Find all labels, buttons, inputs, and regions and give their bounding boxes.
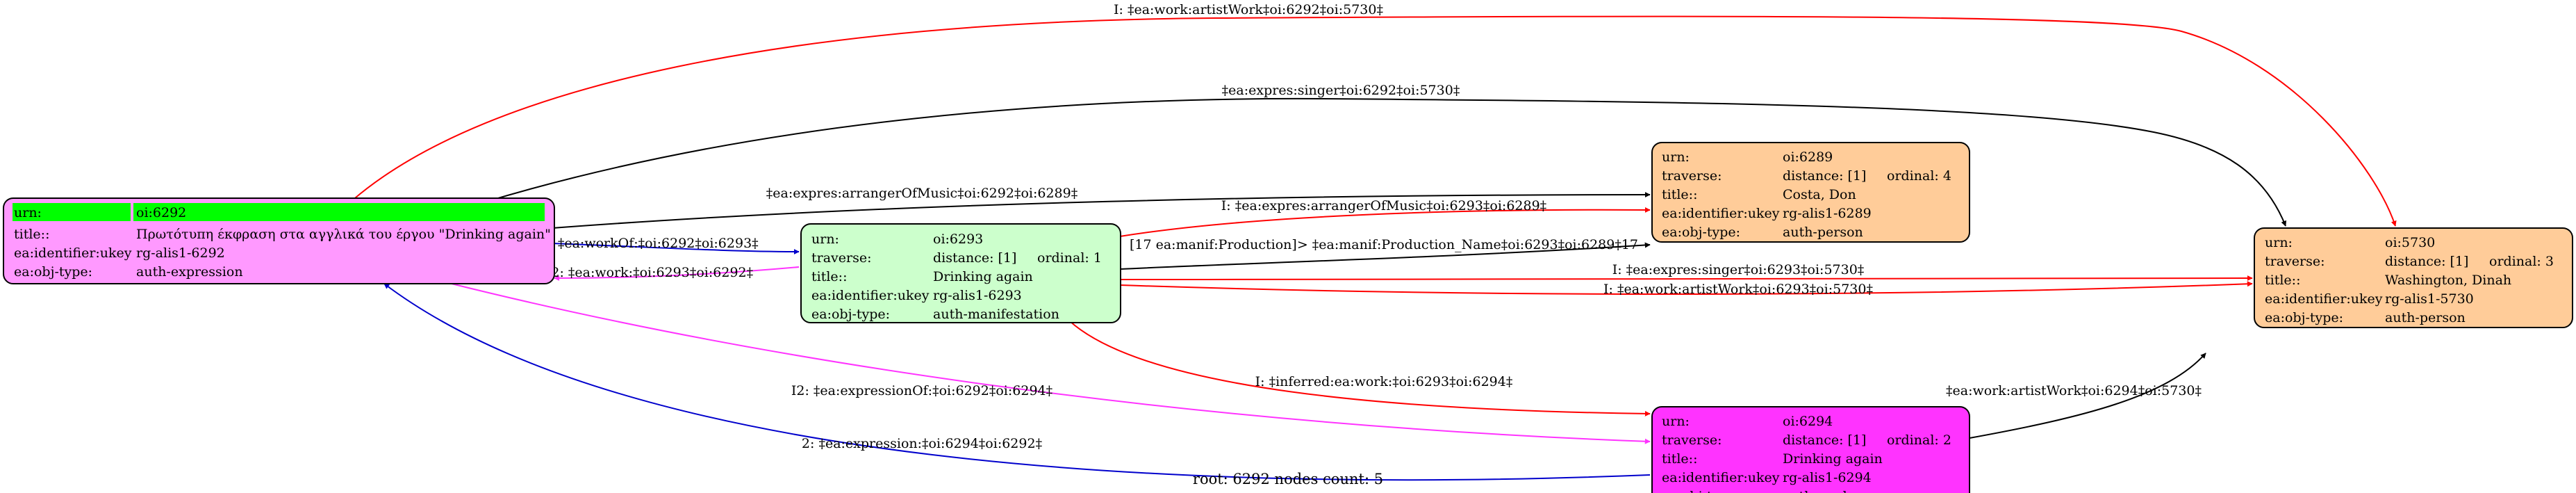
node-6293-value: rg-alis1-6293 [933, 288, 1022, 303]
node-6294-key: traverse: [1662, 433, 1722, 448]
node-6294-key: title:: [1662, 451, 1697, 467]
node-6294-value: Drinking again [1783, 451, 1883, 467]
node-6289[interactable]: urn: oi:6289 traverse: distance: [1] ord… [1651, 142, 1970, 243]
node-5730-key: urn: [2265, 235, 2293, 250]
edge-label-singer-6293-5730: I: ‡ea:expres:singer‡oi:6293‡oi:5730‡ [1612, 262, 1865, 277]
node-6289-box [1651, 142, 1970, 243]
node-6294-value: auth-work [1783, 489, 1851, 493]
node-6289-value: Costa, Don [1783, 187, 1856, 202]
edge-label-production-6293-6289: [17 ea:manif:Production]> ‡ea:manif:Prod… [1130, 237, 1638, 252]
node-5730-box [2254, 227, 2573, 328]
node-5730-value: auth-person [2385, 310, 2466, 325]
node-6293-key: urn: [811, 232, 839, 247]
edge-singer-6292-5730 [486, 97, 2287, 227]
node-6294-key: ea:obj-type: [1662, 489, 1740, 493]
node-5730-value: Washington, Dinah [2385, 273, 2511, 288]
node-6293-value: Drinking again [933, 269, 1033, 284]
node-6292-key: title:: [14, 227, 49, 242]
node-5730-value: distance: [1] [2385, 254, 2468, 269]
node-6293-box [800, 223, 1121, 323]
edge-artistwork-6294-5730 [1969, 353, 2206, 439]
node-6289-value: rg-alis1-6289 [1783, 206, 1872, 221]
edge-label-work-6293-6292: I2: ‡ea:work:‡oi:6293‡oi:6292‡ [546, 265, 753, 280]
edge-expressionof-6292-6294 [451, 283, 1651, 444]
node-5730-extra: ordinal: 3 [2489, 254, 2554, 269]
node-6293-key: ea:obj-type: [811, 307, 890, 322]
node-6289-key: ea:obj-type: [1662, 225, 1740, 240]
node-5730[interactable]: urn: oi:5730 traverse: distance: [1] ord… [2254, 227, 2573, 328]
node-6292-header-highlight-value [133, 203, 545, 221]
node-6293-key: traverse: [811, 250, 872, 266]
node-5730-value: rg-alis1-5730 [2385, 291, 2474, 307]
edge-label-workof-6292-6293: 2: ‡ea:workOf:‡oi:6292‡oi:6293‡ [540, 236, 758, 251]
node-6292-value: oi:6292 [136, 205, 186, 220]
edge-production-6293-6289 [1119, 242, 1651, 270]
graph-footer: root: 6292 nodes count: 5 [1193, 471, 1383, 487]
edge-label-artistwork-6293-5730: I: ‡ea:work:artistWork‡oi:6293‡oi:5730‡ [1603, 282, 1873, 297]
node-6292-header-highlight-key [13, 203, 131, 221]
node-6292-value: auth-expression [136, 264, 243, 280]
node-5730-key: ea:identifier:ukey [2265, 291, 2383, 307]
edge-label-inferred-6293-6294: I: ‡inferred:ea:work:‡oi:6293‡oi:6294‡ [1255, 374, 1513, 389]
edge-arranger-6292-6289 [552, 192, 1651, 229]
node-6294-key: urn: [1662, 414, 1690, 429]
edge-label-expressionof-6292-6294: I2: ‡ea:expressionOf:‡oi:6292‡oi:6294‡ [791, 383, 1052, 398]
node-6289-key: traverse: [1662, 168, 1722, 184]
node-6292-value: rg-alis1-6292 [136, 245, 225, 261]
edge-artistwork-6292-5730 [350, 15, 2397, 227]
node-6294-value: oi:6294 [1783, 414, 1833, 429]
edges [350, 15, 2397, 481]
edge-label-artistwork-6292-5730: I: ‡ea:work:artistWork‡oi:6292‡oi:5730‡ [1114, 2, 1383, 17]
node-6293-value: distance: [1] [933, 250, 1016, 266]
node-5730-value: oi:5730 [2385, 235, 2435, 250]
node-6293-extra: ordinal: 1 [1037, 250, 1102, 266]
node-6293-value: auth-manifestation [933, 307, 1059, 322]
node-6289-key: urn: [1662, 149, 1690, 165]
edge-inferred-6293-6294 [1069, 321, 1651, 417]
node-6294-box [1651, 406, 1970, 493]
node-6294-value: rg-alis1-6294 [1783, 470, 1872, 485]
node-5730-key: ea:obj-type: [2265, 310, 2343, 325]
node-6294-extra: ordinal: 2 [1887, 433, 1951, 448]
node-6292[interactable]: urn: oi:6292 title:: Πρωτότυπη έκφραση σ… [3, 197, 555, 284]
node-6289-key: ea:identifier:ukey [1662, 206, 1780, 221]
node-6292-value: Πρωτότυπη έκφραση στα αγγλικά του έργου … [136, 227, 551, 242]
node-6293-value: oi:6293 [933, 232, 983, 247]
edge-label-singer-6292-5730: ‡ea:expres:singer‡oi:6292‡oi:5730‡ [1222, 83, 1460, 98]
node-6289-value: distance: [1] [1783, 168, 1866, 184]
node-6293[interactable]: urn: oi:6293 traverse: distance: [1] ord… [800, 223, 1121, 323]
node-6294-value: distance: [1] [1783, 433, 1866, 448]
edge-labels: I: ‡ea:work:artistWork‡oi:6292‡oi:5730‡ … [540, 2, 2202, 451]
edge-arranger-6293-6289 [1119, 207, 1651, 237]
node-5730-key: traverse: [2265, 254, 2325, 269]
edge-label-expression-6294-6292: 2: ‡ea:expression:‡oi:6294‡oi:6292‡ [802, 436, 1042, 451]
node-6289-value: auth-person [1783, 225, 1863, 240]
node-6292-key: ea:obj-type: [14, 264, 92, 280]
node-6293-key: ea:identifier:ukey [811, 288, 930, 303]
edge-label-artistwork-6294-5730: ‡ea:work:artistWork‡oi:6294‡oi:5730‡ [1946, 383, 2202, 398]
node-6294-key: ea:identifier:ukey [1662, 470, 1780, 485]
edge-singer-6293-5730 [1119, 275, 2253, 282]
edge-artistwork-6293-5730 [1119, 281, 2253, 295]
edge-label-arranger-6293-6289: I: ‡ea:expres:arrangerOfMusic‡oi:6293‡oi… [1221, 198, 1546, 213]
node-6289-key: title:: [1662, 187, 1697, 202]
edge-work-6293-6292 [554, 266, 800, 281]
node-6292-key: urn: [14, 205, 42, 220]
edge-expression-6294-6292 [383, 283, 1651, 481]
node-6292-key: ea:identifier:ukey [14, 245, 132, 261]
edge-label-arranger-6292-6289: ‡ea:expres:arrangerOfMusic‡oi:6292‡oi:62… [766, 186, 1078, 201]
node-6289-value: oi:6289 [1783, 149, 1833, 165]
edge-workof-6292-6293 [552, 243, 800, 254]
node-5730-key: title:: [2265, 273, 2300, 288]
node-6294[interactable]: urn: oi:6294 traverse: distance: [1] ord… [1651, 406, 1970, 493]
node-6289-extra: ordinal: 4 [1887, 168, 1951, 184]
node-6293-key: title:: [811, 269, 847, 284]
